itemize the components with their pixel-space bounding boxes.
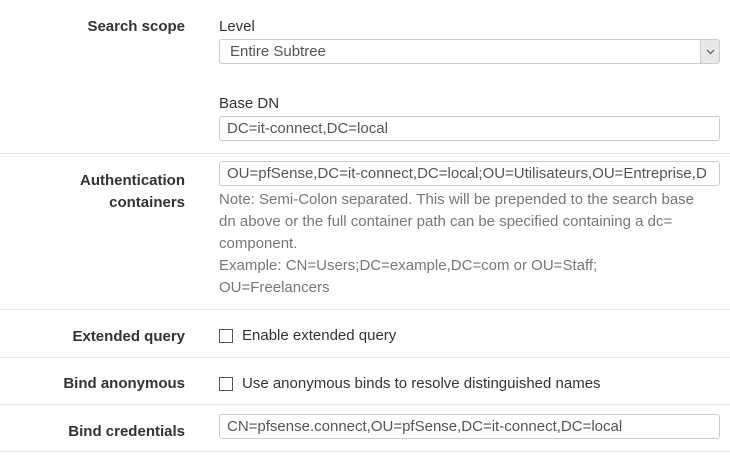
auth-containers-label-line1: Authentication xyxy=(80,172,185,189)
chevron-down-icon[interactable] xyxy=(700,40,719,63)
bind-credentials-label: Bind credentials xyxy=(68,423,185,440)
help-line: OU=Freelancers xyxy=(219,279,330,296)
help-line: dn above or the full container path can … xyxy=(219,213,673,230)
search-scope-label: Search scope xyxy=(87,18,185,35)
search-scope-row: Search scope Level Entire Subtree Base D… xyxy=(0,0,730,154)
auth-containers-label: Authentication containers xyxy=(15,170,185,214)
auth-containers-input[interactable]: OU=pfSense,DC=it-connect,DC=local;OU=Uti… xyxy=(219,161,720,186)
auth-containers-group: OU=pfSense,DC=it-connect,DC=local;OU=Uti… xyxy=(219,161,720,299)
auth-containers-help: Note: Semi-Colon separated. This will be… xyxy=(219,189,720,299)
bind-credentials-input[interactable]: CN=pfsense.connect,OU=pfSense,DC=it-conn… xyxy=(219,414,720,439)
extended-query-group: Enable extended query xyxy=(219,326,720,346)
bind-anonymous-row: Bind anonymous Use anonymous binds to re… xyxy=(0,358,730,405)
level-select-value: Entire Subtree xyxy=(230,43,326,60)
bind-credentials-row: Bind credentials CN=pfsense.connect,OU=p… xyxy=(0,405,730,452)
bind-anonymous-checkbox[interactable] xyxy=(219,377,233,391)
bind-anonymous-label: Bind anonymous xyxy=(63,375,185,392)
level-select[interactable]: Entire Subtree xyxy=(219,39,720,64)
bind-anonymous-group: Use anonymous binds to resolve distingui… xyxy=(219,374,720,394)
extended-query-checkbox-label[interactable]: Enable extended query xyxy=(242,327,397,344)
bind-credentials-group: CN=pfsense.connect,OU=pfSense,DC=it-conn… xyxy=(219,414,720,439)
auth-containers-label-line2: containers xyxy=(109,194,185,211)
base-dn-group: Base DN DC=it-connect,DC=local xyxy=(219,94,720,141)
bind-anonymous-checkbox-label[interactable]: Use anonymous binds to resolve distingui… xyxy=(242,375,601,392)
base-dn-label: Base DN xyxy=(219,95,280,112)
extended-query-checkbox[interactable] xyxy=(219,329,233,343)
auth-containers-row: Authentication containers OU=pfSense,DC=… xyxy=(0,154,730,310)
extended-query-row: Extended query Enable extended query xyxy=(0,310,730,358)
help-line: Note: Semi-Colon separated. This will be… xyxy=(219,191,694,208)
search-scope-level-group: Level Entire Subtree xyxy=(219,17,720,64)
level-label: Level xyxy=(219,18,255,35)
help-line: Example: CN=Users;DC=example,DC=com or O… xyxy=(219,257,598,274)
help-line: component. xyxy=(219,235,298,252)
base-dn-input[interactable]: DC=it-connect,DC=local xyxy=(219,116,720,141)
extended-query-label: Extended query xyxy=(72,328,185,345)
